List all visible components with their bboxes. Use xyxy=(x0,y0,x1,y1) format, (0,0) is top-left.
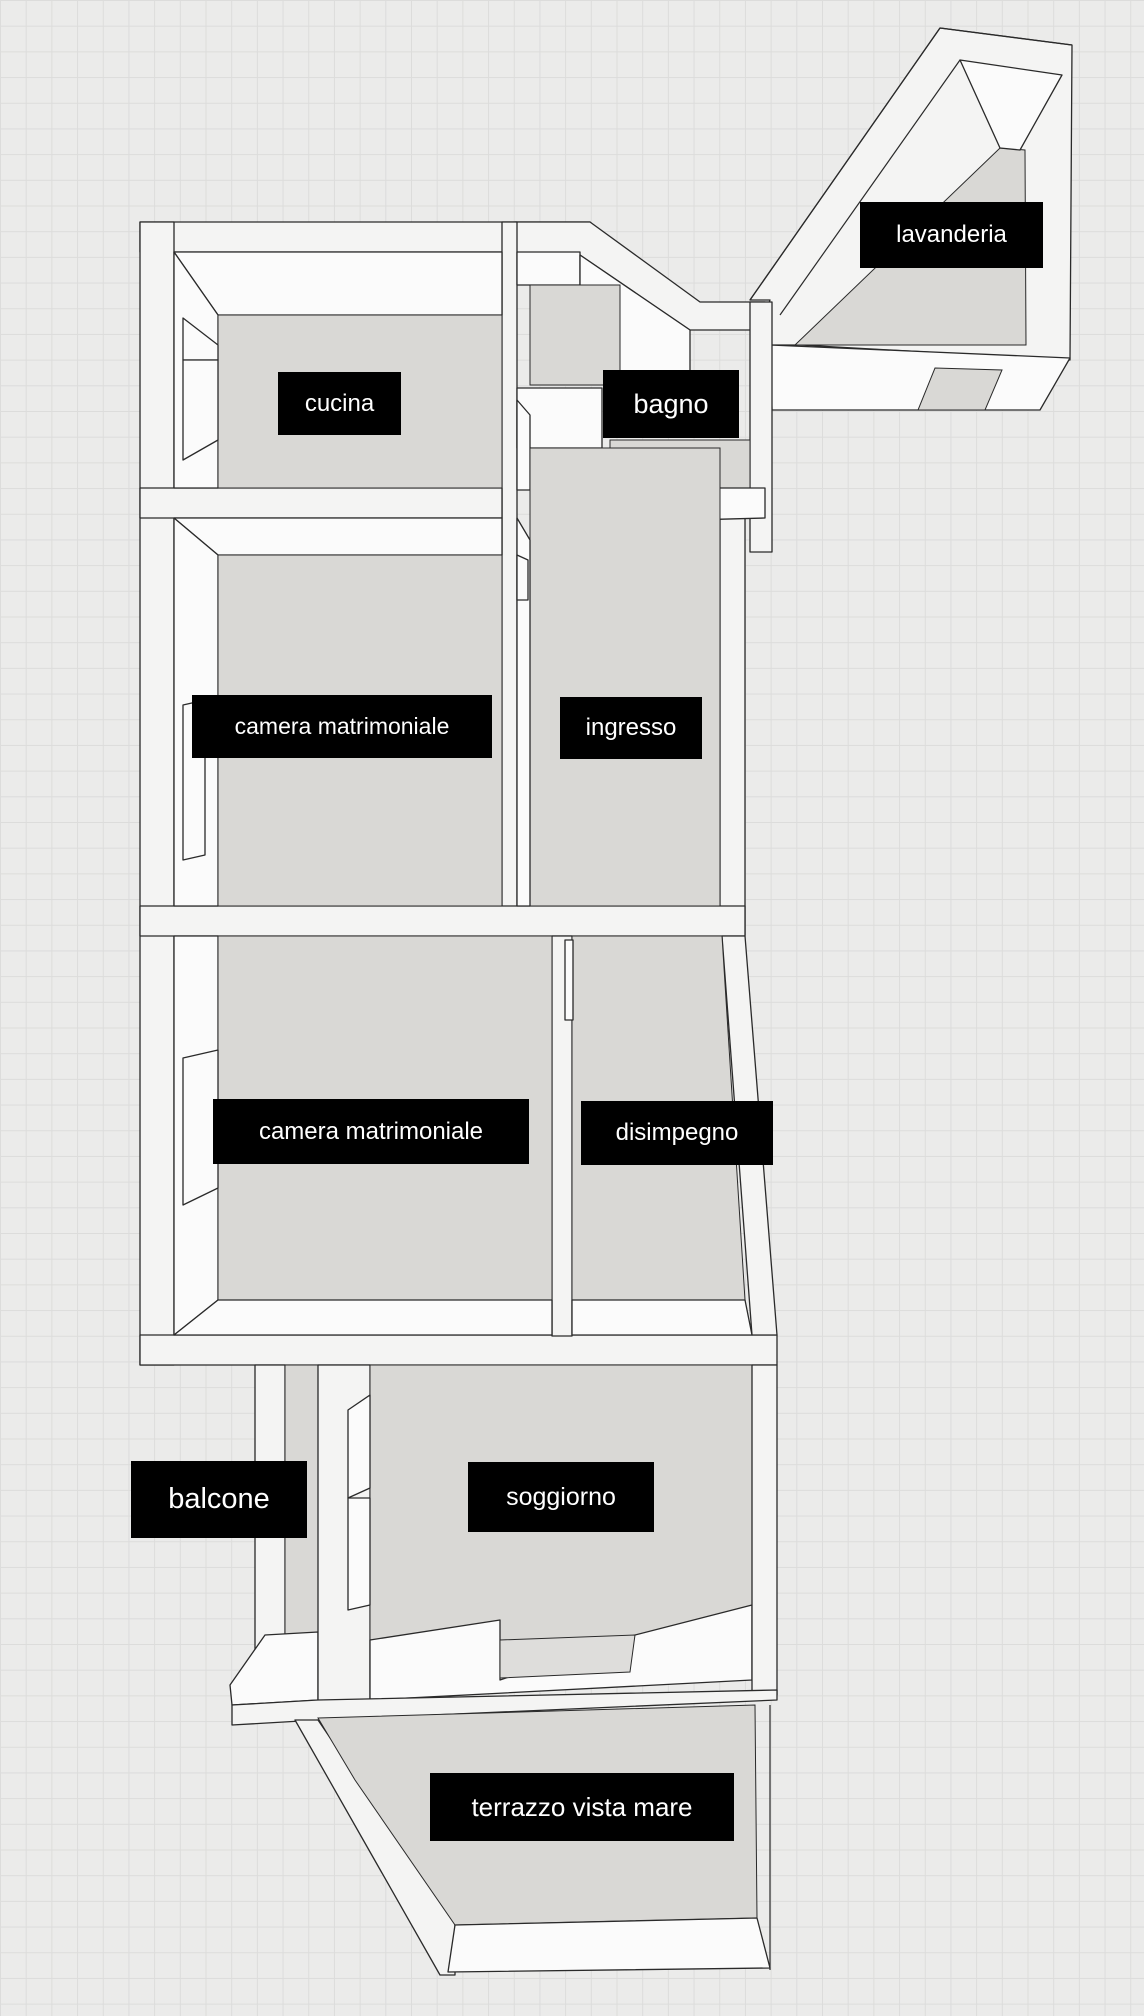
label-soggiorno: soggiorno xyxy=(468,1462,654,1532)
label-camera-matrimoniale-2: camera matrimoniale xyxy=(213,1099,529,1164)
label-lavanderia: lavanderia xyxy=(860,202,1043,268)
ingresso-room xyxy=(516,447,721,907)
cucina-room xyxy=(173,251,503,489)
label-bagno: bagno xyxy=(603,370,739,438)
label-balcone: balcone xyxy=(131,1461,307,1538)
label-terrazzo-vista-mare: terrazzo vista mare xyxy=(430,1773,734,1841)
label-ingresso: ingresso xyxy=(560,697,702,759)
label-disimpegno: disimpegno xyxy=(581,1101,773,1165)
label-camera-matrimoniale-1: camera matrimoniale xyxy=(192,695,492,758)
label-cucina: cucina xyxy=(278,372,401,435)
